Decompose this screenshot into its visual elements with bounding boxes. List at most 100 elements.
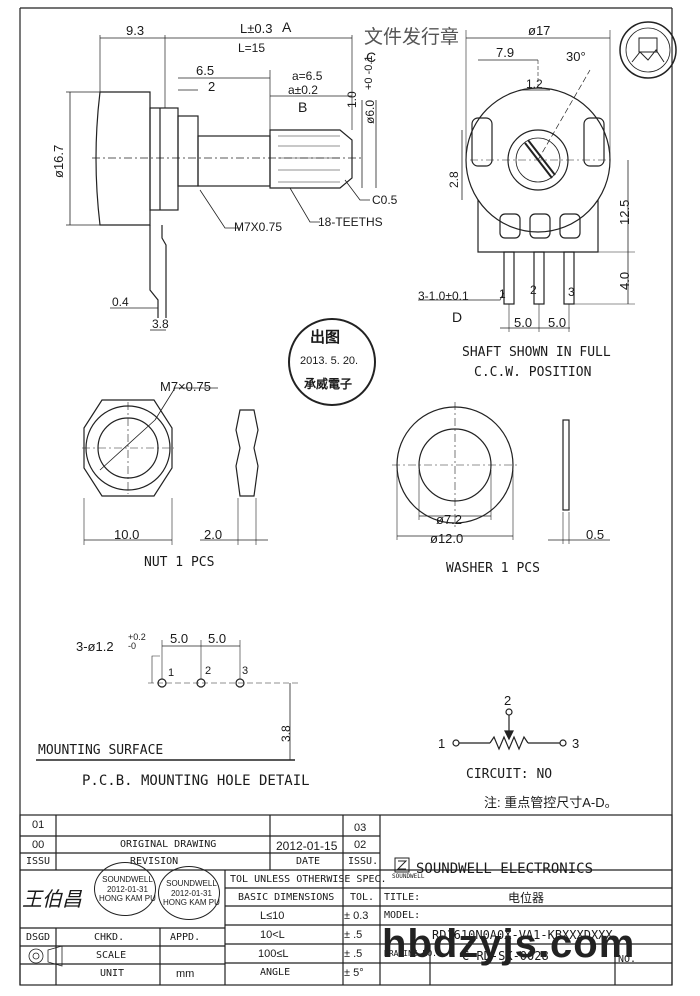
tol-col-header: TOL. xyxy=(350,892,375,903)
pcb-holes: 3-ø1.2 xyxy=(76,639,114,654)
nut-dim-10: 10.0 xyxy=(114,527,140,542)
rev-issu-0: 03 xyxy=(354,822,367,834)
dim-1-0: 1.0 xyxy=(345,91,359,108)
tol-header: TOL UNLESS OTHERWISE SPEC. xyxy=(230,874,387,885)
issue-stamp: 出图 2013. 5. 20. 承威電子 xyxy=(288,318,376,406)
unit-value: mm xyxy=(176,968,195,980)
stamp-issue-bottom: 承威電子 xyxy=(304,377,353,391)
pcb-holes-tol: +0.2 -0 xyxy=(128,632,146,651)
rev-num-0: 01 xyxy=(32,819,45,831)
circuit-n1: 1 xyxy=(438,736,446,751)
label-d: D xyxy=(452,309,463,325)
dim-shaft: ø6.0 xyxy=(363,99,377,124)
washer-caption: WASHER 1 PCS xyxy=(446,561,540,576)
drawing-no-value: C-RD-SK-0028 xyxy=(462,949,549,963)
dim-7-9: 7.9 xyxy=(496,45,515,60)
pcb-caption: P.C.B. MOUNTING HOLE DETAIL xyxy=(82,773,310,789)
label-dsgd: DSGD xyxy=(26,932,51,943)
dim-l: L±0.3 xyxy=(240,21,273,36)
rev-desc-2: REVISION xyxy=(130,856,179,867)
pcb-dim-5-b: 5.0 xyxy=(208,631,227,646)
label-b: B xyxy=(298,99,308,115)
dim-30: 30° xyxy=(566,49,586,64)
dim-overall: 9.3 xyxy=(126,23,145,38)
dim-3-8: 3.8 xyxy=(152,317,169,331)
caption-ccw: C.C.W. POSITION xyxy=(474,365,592,380)
stamp-a-text: SOUNDWELL 2012-01-31 HONG KAM PU xyxy=(99,875,156,904)
dim-shaft-tol: +0 -0.1 xyxy=(363,55,375,90)
no-label: NO. xyxy=(618,954,637,965)
model-value: RD1610N0A0X-VA1-KBXXXDXXX xyxy=(432,928,613,942)
rev-date-2: DATE xyxy=(296,856,321,867)
approval-stamp-a: SOUNDWELL 2012-01-31 HONG KAM PU xyxy=(94,862,156,916)
logo-text: SOUNDWELL xyxy=(392,873,425,880)
pin-3: 3 xyxy=(568,285,575,299)
rev-num-2: ISSU xyxy=(26,856,51,867)
approval-stamp-b: SOUNDWELL 2012-01-31 HONG KAM PU xyxy=(158,866,220,920)
stamp-issue-top: 出图 xyxy=(310,329,341,346)
pin-1: 1 xyxy=(499,287,506,301)
circuit-caption: CIRCUIT: NO xyxy=(466,767,553,782)
caption-shaft: SHAFT SHOWN IN FULL xyxy=(462,345,611,360)
dim-a-tol: a±0.2 xyxy=(288,83,318,97)
tol-dim-0: L≤10 xyxy=(260,910,285,922)
label-unit: UNIT xyxy=(100,968,125,979)
nut-thread: M7×0.75 xyxy=(160,379,211,394)
stamp-release: 文件发行章 xyxy=(364,27,460,48)
label-scale: SCALE xyxy=(96,950,127,961)
dim-a: a=6.5 xyxy=(292,69,323,83)
pcb-hole-3: 3 xyxy=(242,665,249,677)
basic-dim-header: BASIC DIMENSIONS xyxy=(238,892,335,903)
tol-dim-1: 10<L xyxy=(260,929,285,941)
washer-dim-12: ø12.0 xyxy=(430,531,464,546)
dim-l-value: L=15 xyxy=(238,41,266,55)
dim-6-5: 6.5 xyxy=(196,63,215,78)
model-label: MODEL: xyxy=(384,910,421,921)
tol-dim-3: ANGLE xyxy=(260,967,291,978)
stamp-b-text: SOUNDWELL 2012-01-31 HONG KAM PU xyxy=(163,879,220,908)
drawing-no-label: DRAWING NO. xyxy=(384,949,437,958)
dim-c05: C0.5 xyxy=(372,193,398,207)
title-label: TITLE: xyxy=(384,892,421,903)
nut-dim-2: 2.0 xyxy=(204,527,223,542)
note: 注: 重点管控尺寸A-D。 xyxy=(484,795,618,810)
dim-2-8: 2.8 xyxy=(447,171,461,188)
dim-5-0-b: 5.0 xyxy=(548,315,567,330)
label-a: A xyxy=(282,19,292,35)
rev-issu-2: ISSU. xyxy=(348,856,379,867)
pcb-surface: MOUNTING SURFACE xyxy=(38,743,164,758)
signature: 王伯昌 xyxy=(22,889,82,911)
dim-pins: 3-1.0±0.1 xyxy=(418,289,469,303)
tol-val-2: ± .5 xyxy=(344,948,363,960)
label-appd: APPD. xyxy=(170,932,201,943)
label-chkd: CHKD. xyxy=(94,932,125,943)
rev-desc-1: ORIGINAL DRAWING xyxy=(120,839,217,850)
circuit-n2: 2 xyxy=(504,693,512,708)
rev-issu-1: 02 xyxy=(354,839,367,851)
dim-0-4: 0.4 xyxy=(112,295,129,309)
dim-1-2: 1.2 xyxy=(526,77,543,91)
pcb-hole-2: 2 xyxy=(205,665,212,677)
tol-val-0: ± 0.3 xyxy=(344,910,369,922)
thread-label: M7X0.75 xyxy=(234,220,283,234)
pin-2: 2 xyxy=(530,283,537,297)
washer-dim-7-2: ø7.2 xyxy=(436,512,463,527)
tol-dim-2: 100≤L xyxy=(258,948,289,960)
stamp-issue-date: 2013. 5. 20. xyxy=(300,355,359,367)
dim-5-0-a: 5.0 xyxy=(514,315,533,330)
nut-caption: NUT 1 PCS xyxy=(144,555,215,570)
pcb-dim-5-a: 5.0 xyxy=(170,631,189,646)
circuit-n3: 3 xyxy=(572,736,580,751)
dim-12-5: 12.5 xyxy=(617,199,632,225)
tol-val-3: ± 5° xyxy=(344,967,364,979)
pcb-dim-3-8: 3.8 xyxy=(279,725,293,742)
watermark: hbdzyjs.com xyxy=(382,922,636,966)
title-value: 电位器 xyxy=(508,891,545,905)
dim-body: ø16.7 xyxy=(51,144,66,178)
rev-date-1: 2012-01-15 xyxy=(276,839,338,853)
washer-dim-0-5: 0.5 xyxy=(586,527,605,542)
rev-num-1: 00 xyxy=(32,839,45,851)
dim-2: 2 xyxy=(208,79,216,94)
teeth-label: 18-TEETHS xyxy=(318,215,383,229)
